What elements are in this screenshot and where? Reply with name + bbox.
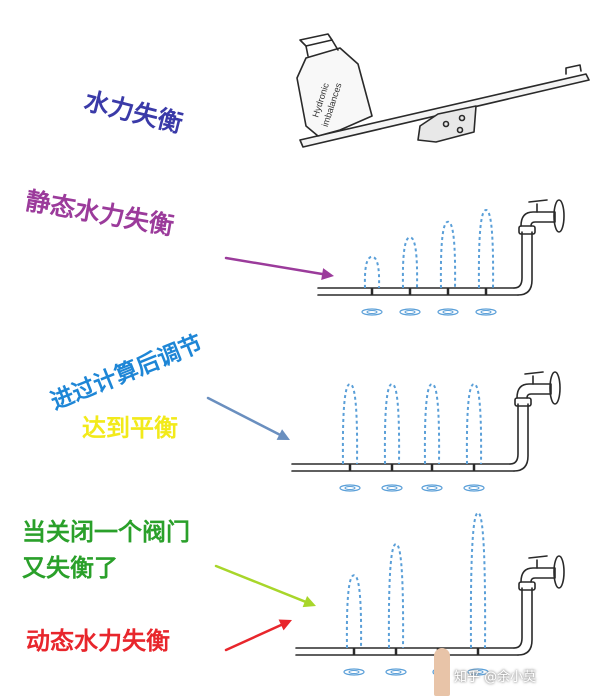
water-jet bbox=[387, 542, 405, 649]
water-ripple bbox=[385, 668, 407, 676]
faucet-icon bbox=[520, 555, 565, 589]
water-ripple bbox=[361, 308, 383, 316]
faucet-icon bbox=[516, 371, 561, 405]
pipe-coupling bbox=[514, 397, 532, 407]
water-ripple bbox=[437, 308, 459, 316]
pipe-riser-outer bbox=[513, 403, 529, 472]
water-jet bbox=[465, 382, 483, 465]
close-valve-label-line2: 又失衡了 bbox=[22, 554, 118, 582]
water-jet bbox=[363, 255, 381, 289]
seesaw-illustration bbox=[296, 33, 590, 148]
watermark: 知乎 @余小莫 bbox=[454, 670, 537, 685]
water-jet bbox=[423, 382, 441, 465]
pipe-riser-inner bbox=[513, 231, 523, 289]
water-jet bbox=[341, 382, 359, 465]
panel-dynamic-imbalance bbox=[295, 511, 565, 676]
water-jet bbox=[401, 236, 419, 289]
arrow-close bbox=[214, 564, 316, 608]
pipe-coupling bbox=[518, 225, 536, 235]
arrows bbox=[206, 256, 334, 652]
water-jet bbox=[383, 382, 401, 465]
water-ripple bbox=[467, 668, 489, 676]
pipe-riser-inner bbox=[513, 587, 523, 649]
arrow-static bbox=[224, 256, 334, 280]
water-ripple bbox=[339, 484, 361, 492]
pipe-riser-inner bbox=[509, 403, 519, 465]
water-ripple bbox=[399, 308, 421, 316]
dynamic-imbalance-label: 动态水力失衡 bbox=[26, 627, 170, 655]
water-jet bbox=[345, 574, 363, 649]
water-ripple bbox=[343, 668, 365, 676]
balanced-label: 达到平衡 bbox=[82, 414, 178, 442]
water-ripple bbox=[475, 308, 497, 316]
panel-static-imbalance bbox=[317, 199, 565, 316]
pipe-riser-outer bbox=[517, 231, 533, 296]
pipe-riser-outer bbox=[517, 587, 533, 656]
pipe-coupling bbox=[518, 581, 536, 591]
water-jet bbox=[477, 208, 495, 289]
water-jet bbox=[439, 220, 457, 289]
water-jet bbox=[469, 511, 487, 649]
close-valve-label-line1: 当关闭一个阀门 bbox=[22, 518, 190, 546]
arrow-adjust bbox=[206, 396, 290, 440]
arrow-dynamic bbox=[224, 619, 292, 652]
panel-balanced bbox=[291, 371, 561, 492]
pipe-panels bbox=[291, 199, 565, 676]
water-ripple bbox=[381, 484, 403, 492]
water-ripple bbox=[463, 484, 485, 492]
water-ripple bbox=[421, 484, 443, 492]
hand-icon bbox=[434, 648, 450, 696]
faucet-icon bbox=[520, 199, 565, 233]
